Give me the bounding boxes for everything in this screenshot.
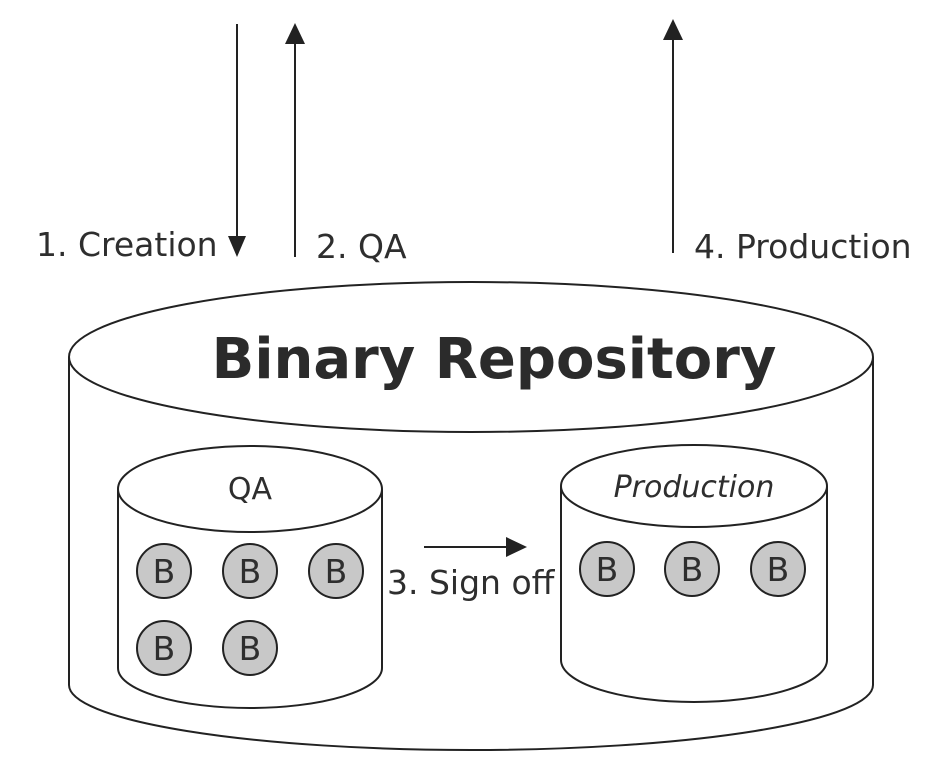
production-repository-label: Production — [614, 470, 775, 505]
production-arrow — [663, 19, 683, 253]
binary-badge: B — [308, 543, 364, 599]
binary-badge: B — [136, 543, 192, 599]
svg-text:B: B — [767, 550, 790, 589]
binary-badge: B — [136, 620, 192, 676]
sign-off-arrow — [424, 537, 527, 557]
qa-repository-label: QA — [228, 472, 273, 507]
svg-text:B: B — [153, 552, 176, 591]
binary-badge: B — [579, 541, 635, 597]
qa-arrow — [285, 23, 305, 257]
svg-text:B: B — [596, 550, 619, 589]
qa-step-label: 2. QA — [316, 227, 407, 266]
repository-title: Binary Repository — [212, 327, 777, 392]
creation-arrow — [228, 24, 246, 257]
production-step-label: 4. Production — [694, 227, 912, 266]
svg-text:B: B — [153, 629, 176, 668]
svg-text:B: B — [239, 552, 262, 591]
svg-text:B: B — [681, 550, 704, 589]
binary-badge: B — [664, 541, 720, 597]
binary-badge: B — [222, 620, 278, 676]
svg-text:B: B — [325, 552, 348, 591]
svg-text:B: B — [239, 629, 262, 668]
sign-off-label: 3. Sign off — [387, 563, 556, 602]
binary-badge: B — [222, 543, 278, 599]
binary-badge: B — [750, 541, 806, 597]
creation-label: 1. Creation — [36, 225, 218, 264]
